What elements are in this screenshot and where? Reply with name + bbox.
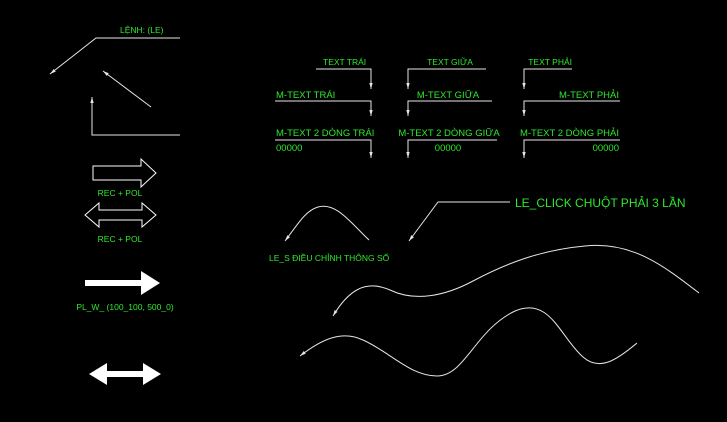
- spline-curve-1: [332, 244, 700, 317]
- mtext-giua-label: M-TEXT GIỮA: [417, 90, 480, 101]
- mtext2-giua-label: M-TEXT 2 DÒNG GIỮA: [398, 128, 500, 139]
- filled-double-arrow: [89, 363, 161, 385]
- text-giua-label: TEXT GIỮA: [427, 57, 473, 67]
- text-trai-leader: TEXT TRÁI: [316, 57, 373, 89]
- le-s-label: LE_S ĐIỀU CHỈNH THÔNG SỐ: [269, 252, 390, 263]
- outline-right-arrow: [92, 157, 157, 189]
- mtext-trai-leader: M-TEXT TRÁI: [275, 90, 373, 116]
- angle-arrow: [90, 97, 180, 136]
- diagonal-arrow: [102, 70, 152, 108]
- le-click-leader: LE_CLICK CHUỘT PHẢI 3 LẦN: [408, 195, 686, 242]
- text-phai-leader: TEXT PHẢI: [522, 56, 572, 89]
- le-click-label: LE_CLICK CHUỘT PHẢI 3 LẦN: [515, 195, 686, 210]
- mtext2-phai-label: M-TEXT 2 DÒNG PHẢI: [520, 127, 619, 139]
- mtext-trai-label: M-TEXT TRÁI: [276, 90, 335, 101]
- leader-le-label: LỆNH: (LE): [120, 25, 164, 35]
- text-giua-leader: TEXT GIỮA: [406, 57, 486, 89]
- filled-right-arrow: [85, 271, 160, 295]
- leader-le: LỆNH: (LE): [49, 25, 180, 75]
- text-phai-label: TEXT PHẢI: [528, 56, 572, 67]
- zeros-giua-label: 00000: [435, 143, 461, 154]
- mtext2-phai-leader: M-TEXT 2 DÒNG PHẢI 00000: [520, 127, 620, 158]
- mtext2-trai-label: M-TEXT 2 DÒNG TRÁI: [276, 128, 374, 139]
- rec-pol-label-2: REC + POL: [98, 234, 143, 244]
- le-s-spline-leader: LE_S ĐIỀU CHỈNH THÔNG SỐ: [269, 205, 390, 263]
- mtext-phai-leader: M-TEXT PHẢI: [522, 89, 620, 116]
- mtext-giua-leader: M-TEXT GIỮA: [406, 90, 492, 116]
- zeros-phai-label: 00000: [593, 143, 619, 154]
- mtext-phai-label: M-TEXT PHẢI: [559, 89, 619, 101]
- text-trai-label: TEXT TRÁI: [323, 57, 366, 67]
- mtext2-giua-leader: M-TEXT 2 DÒNG GIỮA 00000: [398, 128, 500, 158]
- rec-pol-label-1: REC + POL: [98, 188, 143, 198]
- spline-curve-2: [299, 307, 638, 377]
- mtext2-trai-leader: M-TEXT 2 DÒNG TRÁI 00000: [275, 128, 374, 158]
- outline-double-arrow: [84, 201, 157, 229]
- leader-le-line: [49, 37, 180, 75]
- zeros-trai-label: 00000: [276, 143, 302, 154]
- pl-w-label: PL_W_ (100_100, 500_0): [76, 302, 174, 312]
